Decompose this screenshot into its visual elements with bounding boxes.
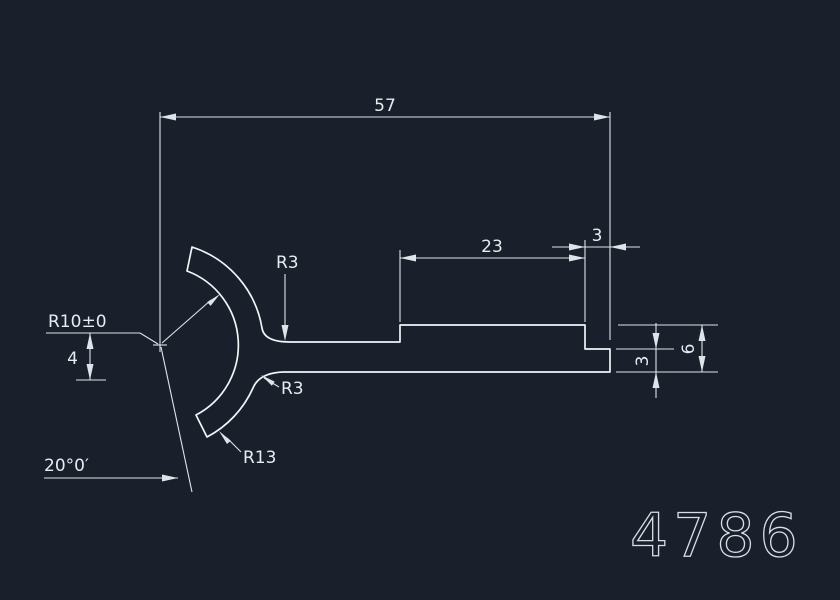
arrowhead xyxy=(162,474,178,482)
arrowhead xyxy=(610,243,626,251)
dimension-r13: R13 xyxy=(219,431,276,468)
dim-r10-label: R10±0 xyxy=(48,312,107,332)
part-number: 4786 xyxy=(630,501,803,571)
arrowhead xyxy=(281,325,289,341)
dim-3-top-label: 3 xyxy=(592,226,603,246)
dimension-3-right: 3 xyxy=(616,323,674,398)
arrowhead xyxy=(569,254,585,262)
dimension-57: 57 xyxy=(159,96,611,340)
profile-outline xyxy=(186,246,611,438)
arrowhead xyxy=(698,356,706,372)
arrowhead xyxy=(652,333,660,349)
dimension-r3-upper: R3 xyxy=(276,253,299,341)
leader-line xyxy=(139,332,159,345)
arrowhead xyxy=(698,325,706,341)
dim-3-right-label: 3 xyxy=(633,356,653,367)
radius-line xyxy=(161,299,212,344)
arrowhead xyxy=(569,243,585,251)
dim-r3-upper-label: R3 xyxy=(276,253,299,273)
arrowhead xyxy=(400,254,416,262)
dim-r3-lower-label: R3 xyxy=(281,379,304,399)
arrowhead xyxy=(219,431,231,444)
dimension-r10: R10±0 xyxy=(46,294,220,352)
dimension-angle-20: 20°0′ xyxy=(44,346,193,493)
dimension-3-top: 3 xyxy=(552,226,640,251)
angle-slant-line xyxy=(160,346,193,493)
arrowhead xyxy=(86,364,94,380)
dim-57-label: 57 xyxy=(374,96,396,116)
dimension-4: 4 xyxy=(67,333,106,381)
arrowhead xyxy=(207,294,220,306)
arrowhead xyxy=(594,113,610,121)
arrowhead xyxy=(261,375,275,386)
dim-angle-label: 20°0′ xyxy=(44,456,89,476)
dimension-6: 6 xyxy=(616,324,718,373)
dimension-23: 23 xyxy=(399,237,586,322)
arrowhead xyxy=(652,372,660,388)
arrowhead xyxy=(86,333,94,349)
dimension-r3-lower: R3 xyxy=(261,375,304,399)
dim-r13-label: R13 xyxy=(243,448,276,468)
arrowhead xyxy=(160,113,176,121)
dim-23-label: 23 xyxy=(481,237,503,257)
dim-4-label: 4 xyxy=(67,349,78,369)
dim-6-label: 6 xyxy=(679,344,699,355)
